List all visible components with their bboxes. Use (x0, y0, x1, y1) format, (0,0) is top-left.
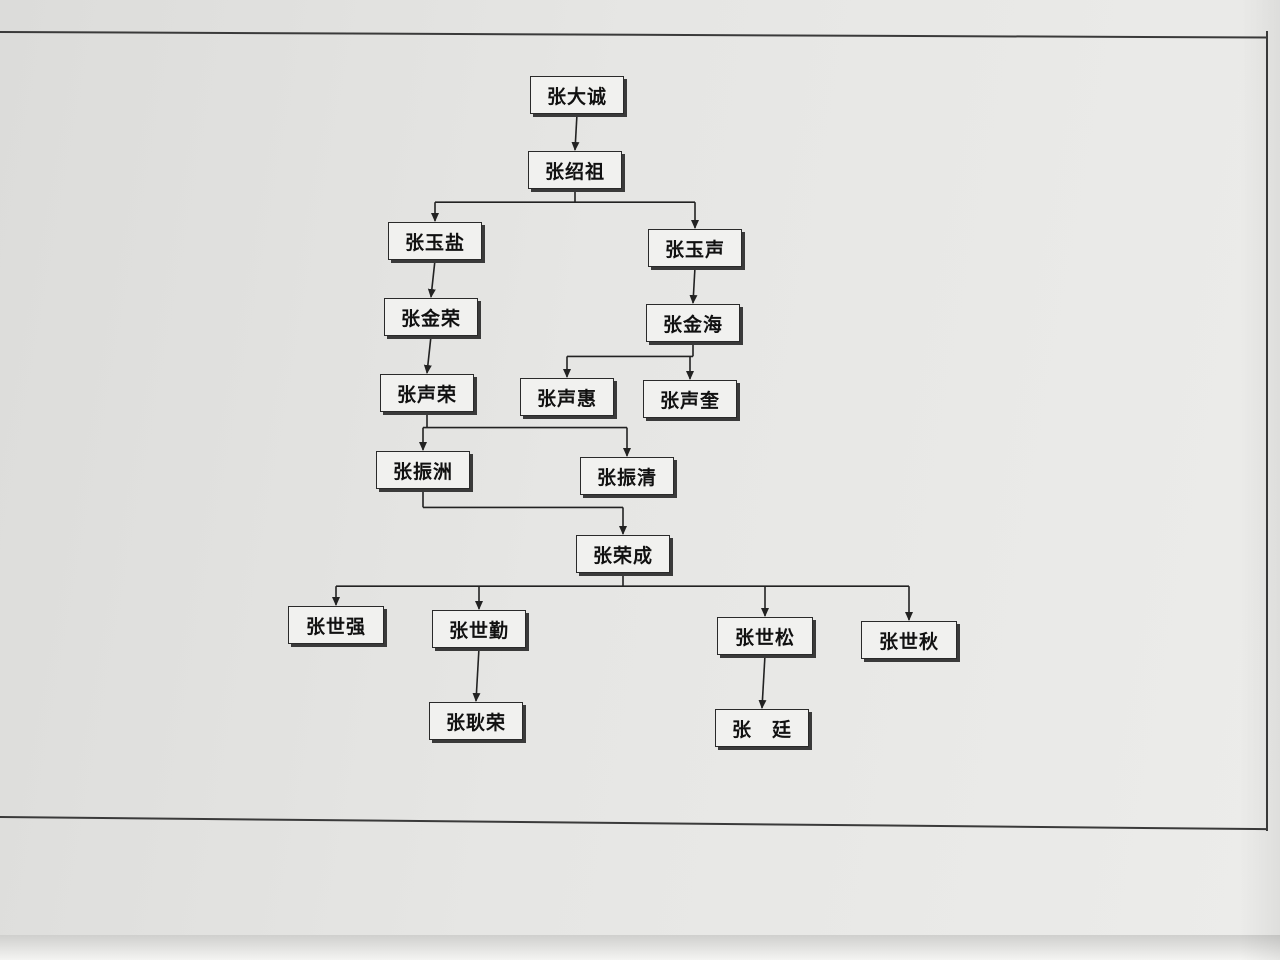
person-box: 张玉声 (648, 229, 742, 267)
connector-arrow (758, 654, 767, 709)
connector-arrow (689, 266, 698, 304)
person-box: 张耿荣 (429, 702, 523, 740)
page-bottom-edge (0, 935, 1280, 960)
person-box: 张大诚 (530, 76, 624, 114)
connector-bar (423, 412, 627, 429)
connector-bar (336, 573, 909, 587)
person-box: 张玉盐 (388, 222, 482, 260)
person-box: 张金海 (646, 304, 740, 342)
connector-bar (422, 489, 623, 509)
person-box: 张振清 (580, 457, 674, 495)
person-box: 张绍祖 (528, 151, 622, 189)
person-box: 张世强 (288, 606, 384, 644)
frame-right-border (1266, 31, 1268, 831)
connector-bar (567, 342, 694, 358)
person-box: 张声奎 (643, 380, 737, 418)
person-box: 张振洲 (376, 451, 470, 489)
spine-shadow (1240, 0, 1280, 960)
connector-bar (435, 189, 695, 203)
connector-arrow (472, 647, 481, 702)
person-box: 张金荣 (384, 298, 478, 336)
person-box: 张荣成 (576, 535, 670, 573)
person-box: 张 廷 (715, 709, 809, 747)
person-box: 张声荣 (380, 374, 474, 412)
connector-arrow (423, 335, 432, 374)
person-box: 张世松 (717, 617, 813, 655)
person-box: 张世勤 (432, 610, 526, 648)
person-box: 张声惠 (520, 378, 614, 416)
connector-arrow (571, 113, 580, 151)
person-box: 张世秋 (861, 621, 957, 659)
connector-arrow (427, 259, 436, 298)
